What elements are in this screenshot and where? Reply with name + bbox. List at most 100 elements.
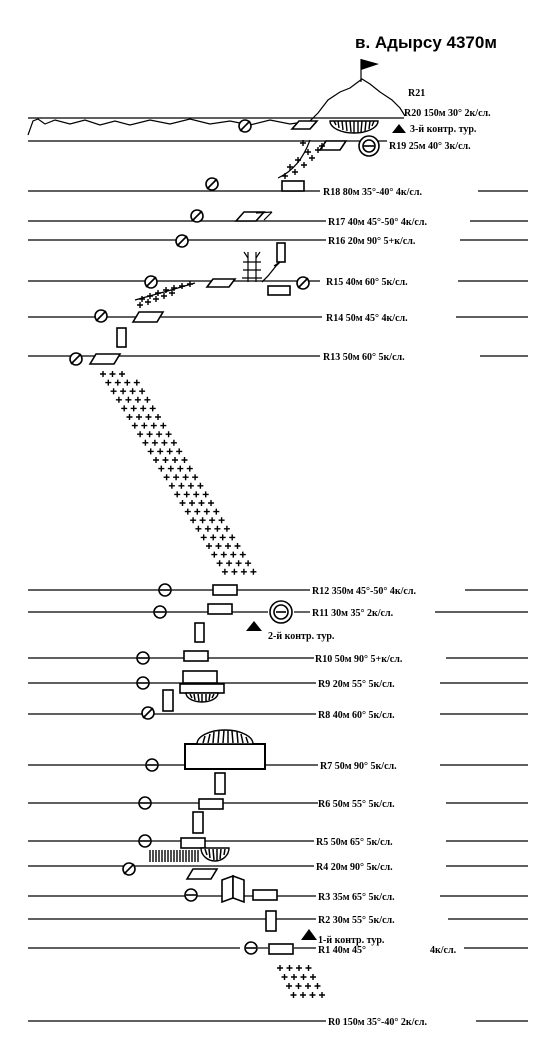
scree-mark xyxy=(109,371,116,377)
svg-text:3-й контр. тур.: 3-й контр. тур. xyxy=(410,124,477,135)
scree-mark xyxy=(144,396,151,403)
scree-mark xyxy=(129,388,136,395)
summit-title: в. Адырсу 4370м xyxy=(355,33,497,52)
scree-mark xyxy=(250,568,257,575)
scree-mark xyxy=(145,299,151,305)
scree-mark xyxy=(219,534,226,541)
pitch-label-r6: R6 50м 55° 5к/сл. xyxy=(318,799,395,810)
scree-mark xyxy=(192,474,199,481)
scree-mark xyxy=(277,965,283,971)
scree-mark xyxy=(182,474,189,481)
scree-mark xyxy=(151,439,158,446)
scree-mark xyxy=(287,164,293,170)
wall-hatch-icon xyxy=(149,850,199,862)
scree-mark xyxy=(162,457,169,463)
scree-mark xyxy=(114,379,121,386)
ledge-icon xyxy=(179,180,305,955)
scree-mark xyxy=(305,149,311,155)
scree-mark xyxy=(310,974,316,980)
scree-mark xyxy=(153,296,159,302)
scree-mark xyxy=(305,983,311,989)
pitch-label-r21: R21 xyxy=(408,88,425,99)
overhang-icon xyxy=(185,692,254,862)
scree-mark xyxy=(214,525,221,532)
pitch-label-r11: R11 30м 35° 2к/сл. xyxy=(312,608,394,619)
scree-mark xyxy=(110,388,117,395)
scree-mark xyxy=(121,405,128,412)
scree-mark xyxy=(181,457,188,463)
scree-mark xyxy=(300,992,306,998)
scree-mark xyxy=(158,465,165,472)
scree-mark xyxy=(139,296,145,302)
scree-mark xyxy=(235,560,242,567)
scree-mark xyxy=(216,560,223,567)
pitch-label-r10: R10 50м 90° 5+к/сл. xyxy=(315,654,403,665)
scree-mark xyxy=(225,543,231,549)
scree-mark xyxy=(189,500,195,506)
scree-mark xyxy=(296,965,302,971)
scree-mark xyxy=(300,140,306,146)
scree-mark xyxy=(134,396,141,403)
pitch-label-r9: R9 20м 55° 5к/сл. xyxy=(318,679,395,690)
scree-mark xyxy=(213,508,220,515)
scree-mark xyxy=(176,448,183,455)
scree-mark xyxy=(178,482,185,489)
scree-mark xyxy=(230,551,237,558)
scree-mark xyxy=(200,534,207,541)
scree-mark xyxy=(187,281,193,287)
scree-mark xyxy=(177,465,184,472)
scree-mark xyxy=(197,482,204,489)
scree-mark xyxy=(286,983,292,989)
scree-mark xyxy=(319,143,325,149)
scree-mark xyxy=(155,414,161,420)
scree-mark xyxy=(145,414,152,420)
scree-mark xyxy=(291,974,297,980)
scree-mark xyxy=(240,568,247,575)
piton-icon xyxy=(69,119,310,876)
scree-mark xyxy=(210,534,217,541)
pitch-label-r18: R18 80м 35°-40° 4к/сл. xyxy=(323,187,422,198)
scree-mark xyxy=(161,439,168,446)
scree-mark xyxy=(315,147,321,153)
scree-mark xyxy=(133,379,140,386)
scree-mark xyxy=(165,431,172,438)
control-tur-1: 1-й контр. тур. xyxy=(301,929,385,946)
pitch-label-r7: R7 50м 90° 5к/сл. xyxy=(320,761,397,772)
scree-mark xyxy=(295,157,301,163)
scree-mark xyxy=(105,379,112,386)
scree-mark xyxy=(174,491,181,498)
scree-mark xyxy=(198,500,205,506)
scree-mark xyxy=(305,965,312,971)
scree-mark xyxy=(300,974,307,980)
pitch-label-r1-grade: 4к/сл. xyxy=(430,945,457,956)
scree-mark xyxy=(202,491,209,498)
svg-text:2-й контр. тур.: 2-й контр. тур. xyxy=(268,631,335,642)
scree-mark xyxy=(295,983,302,989)
scree-mark xyxy=(141,422,148,429)
pitch-label-r8: R8 40м 60° 5к/сл. xyxy=(318,710,395,721)
scree-mark xyxy=(155,290,161,296)
pitch-label-r15: R15 40м 60° 5к/сл. xyxy=(326,277,408,288)
scree-mark xyxy=(160,422,167,429)
scree-mark xyxy=(190,517,197,524)
ice-icon xyxy=(329,120,379,134)
scree-mark xyxy=(211,551,218,558)
scree-mark xyxy=(137,302,143,308)
scree-mark xyxy=(183,491,190,498)
pitch-label-r20: R20 150м 30° 2к/сл. xyxy=(404,108,491,119)
scree-mark xyxy=(292,169,298,175)
scree-mark xyxy=(220,551,227,558)
scree-mark xyxy=(161,293,167,299)
scree-mark xyxy=(170,439,177,446)
pitch-label-r16: R16 20м 90° 5+к/сл. xyxy=(328,236,416,247)
scree-mark xyxy=(226,560,233,567)
rock-block-icon xyxy=(116,242,286,932)
pitch-label-r4: R4 20м 90° 5к/сл. xyxy=(316,862,393,873)
scree-mark xyxy=(290,992,297,998)
scree-mark xyxy=(206,543,212,549)
scree-mark xyxy=(172,457,178,463)
scree-mark xyxy=(187,482,194,489)
scree-mark xyxy=(309,992,316,998)
scree-mark xyxy=(142,439,149,446)
